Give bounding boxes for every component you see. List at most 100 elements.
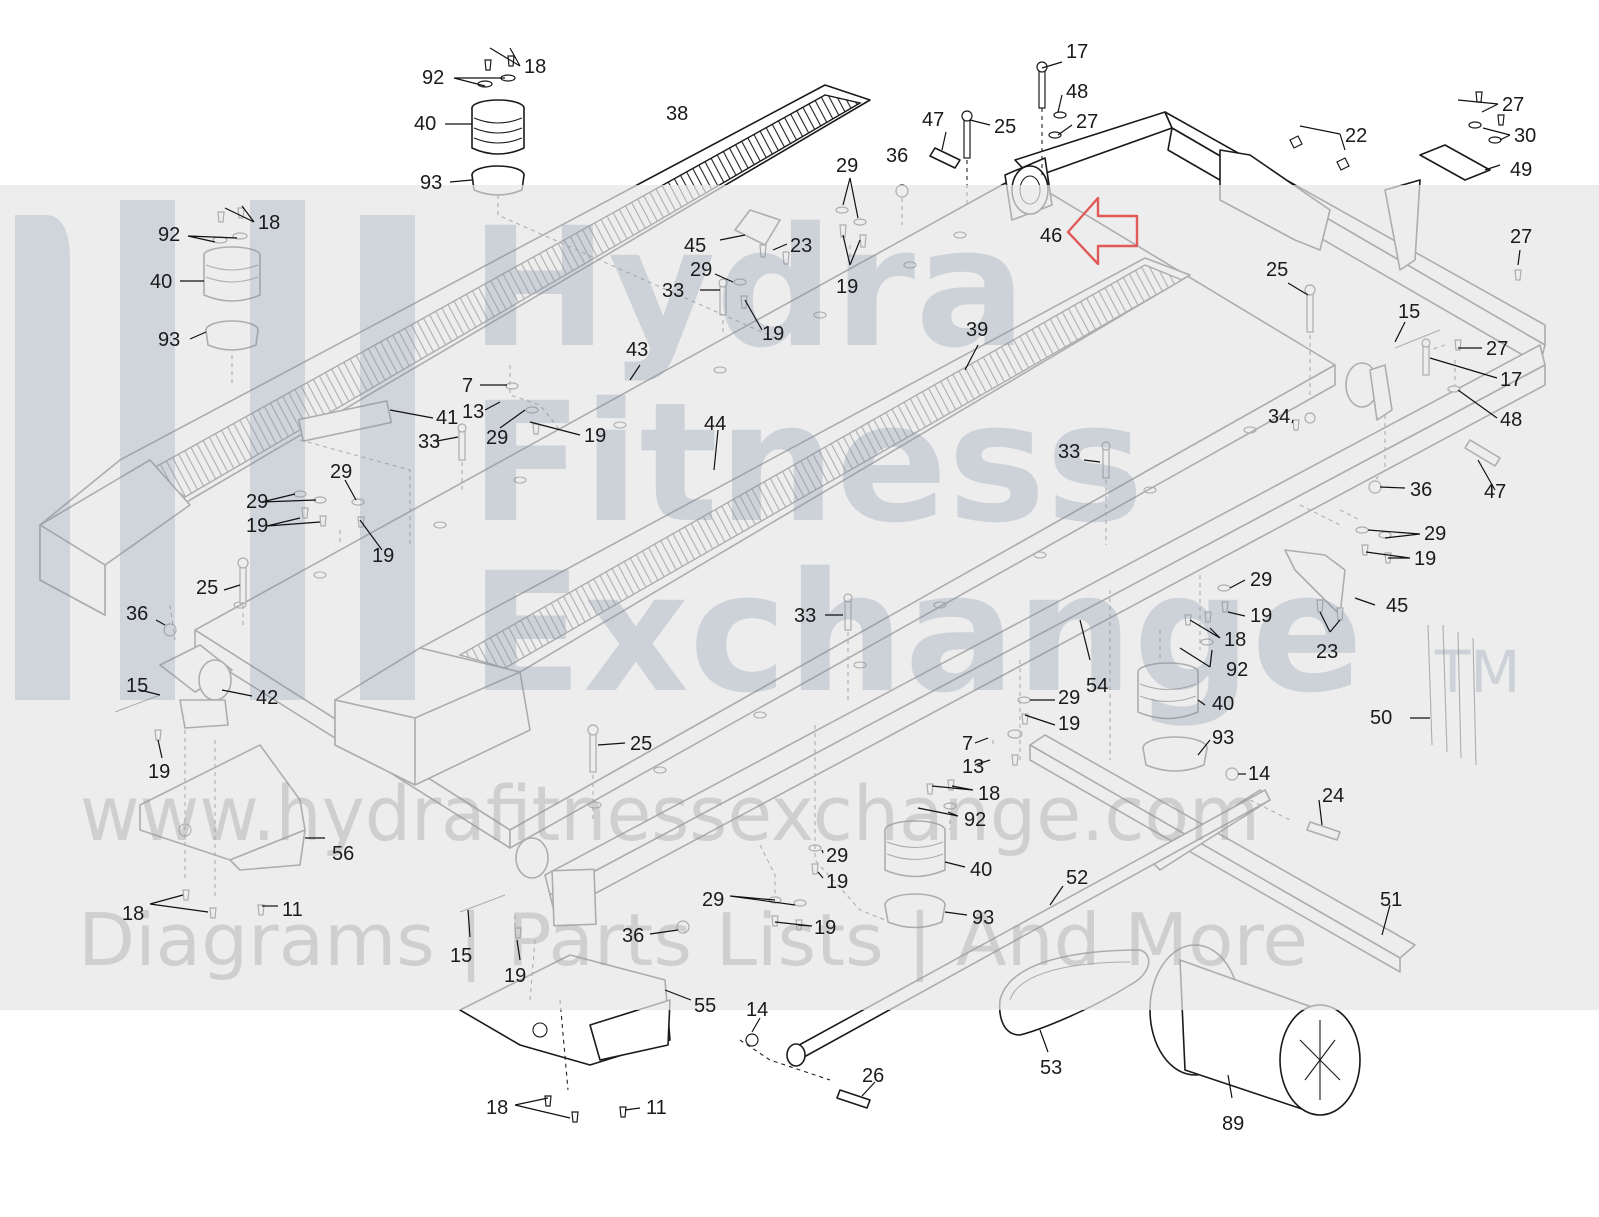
callout-18: 18	[258, 212, 280, 234]
callout-23: 23	[790, 235, 812, 257]
callout-23: 23	[1316, 641, 1338, 663]
callout-17: 17	[1500, 369, 1522, 391]
callout-40: 40	[414, 113, 436, 135]
callout-30: 30	[1514, 125, 1536, 147]
callout-27: 27	[1486, 338, 1508, 360]
callout-19: 19	[836, 276, 858, 298]
callout-19: 19	[762, 323, 784, 345]
callout-18: 18	[122, 903, 144, 925]
callout-93: 93	[420, 172, 442, 194]
callout-19: 19	[826, 871, 848, 893]
callout-7: 7	[962, 733, 973, 755]
callout-18: 18	[524, 56, 546, 78]
watermark-tagline: Diagrams | Parts Lists | And More	[78, 898, 1308, 983]
callout-24: 24	[1322, 785, 1344, 807]
callout-27: 27	[1510, 226, 1532, 248]
callout-13: 13	[962, 756, 984, 778]
callout-40: 40	[970, 859, 992, 881]
callout-42: 42	[256, 687, 278, 709]
callout-22: 22	[1345, 125, 1367, 147]
callout-41: 41	[436, 407, 458, 429]
callout-19: 19	[1414, 548, 1436, 570]
callout-29: 29	[330, 461, 352, 483]
callout-92: 92	[158, 224, 180, 246]
part-callouts: 18 92 40 93 38 18 92 40 93 17 48 27 47 2…	[122, 41, 1536, 1135]
callout-29: 29	[1250, 569, 1272, 591]
callout-48: 48	[1500, 409, 1522, 431]
callout-36: 36	[1410, 479, 1432, 501]
callout-56: 56	[332, 843, 354, 865]
callout-34: 34	[1268, 406, 1290, 428]
watermark-tm: TM	[1434, 638, 1520, 706]
callout-40: 40	[1212, 693, 1234, 715]
callout-15: 15	[126, 675, 148, 697]
callout-44: 44	[704, 413, 726, 435]
callout-36: 36	[622, 925, 644, 947]
highlight-arrow	[1066, 196, 1139, 266]
callout-33: 33	[1058, 441, 1080, 463]
callout-89: 89	[1222, 1113, 1244, 1135]
callout-33: 33	[418, 431, 440, 453]
callout-29: 29	[836, 155, 858, 177]
callout-54: 54	[1086, 675, 1108, 697]
watermark-line1: Hydra	[470, 192, 1026, 384]
callout-29: 29	[486, 427, 508, 449]
callout-29: 29	[1058, 687, 1080, 709]
callout-46: 46	[1040, 225, 1062, 247]
callout-17: 17	[1066, 41, 1088, 63]
callout-93: 93	[158, 329, 180, 351]
callout-18: 18	[978, 783, 1000, 805]
callout-43: 43	[626, 339, 648, 361]
watermark: Hydra Fitness Exchange TM www.hydrafitne…	[0, 185, 1599, 1010]
callout-25: 25	[994, 116, 1016, 138]
callout-49: 49	[1510, 159, 1532, 181]
callout-39: 39	[966, 319, 988, 341]
callout-15: 15	[1398, 301, 1420, 323]
callout-55: 55	[694, 995, 716, 1017]
callout-53: 53	[1040, 1057, 1062, 1079]
callout-19: 19	[372, 545, 394, 567]
callout-93: 93	[972, 907, 994, 929]
watermark-line2: Fitness	[470, 367, 1144, 559]
callout-50: 50	[1370, 707, 1392, 729]
callout-93: 93	[1212, 727, 1234, 749]
callout-48: 48	[1066, 81, 1088, 103]
callout-29: 29	[1424, 523, 1446, 545]
callout-15: 15	[450, 945, 472, 967]
callout-18: 18	[1224, 629, 1246, 651]
leveling-foot-top-left	[471, 99, 525, 196]
callout-40: 40	[150, 271, 172, 293]
callout-33: 33	[794, 605, 816, 627]
callout-29: 29	[690, 259, 712, 281]
callout-92: 92	[964, 809, 986, 831]
callout-36: 36	[126, 603, 148, 625]
callout-19: 19	[504, 965, 526, 987]
callout-19: 19	[814, 917, 836, 939]
callout-19: 19	[1250, 605, 1272, 627]
callout-47: 47	[1484, 481, 1506, 503]
callout-14: 14	[746, 999, 768, 1021]
callout-11: 11	[282, 899, 303, 921]
callout-45: 45	[684, 235, 706, 257]
callout-47: 47	[922, 109, 944, 131]
leader-lines	[139, 47, 1521, 1119]
callout-11: 11	[646, 1097, 667, 1119]
callout-25: 25	[1266, 259, 1288, 281]
callout-92: 92	[1226, 659, 1248, 681]
callout-25: 25	[630, 733, 652, 755]
callout-25: 25	[196, 577, 218, 599]
callout-29: 29	[826, 845, 848, 867]
callout-92: 92	[422, 67, 444, 89]
callout-29: 29	[246, 491, 268, 513]
watermark-url: www.hydrafitnessexchange.com	[80, 769, 1260, 858]
callout-19: 19	[1058, 713, 1080, 735]
callout-36: 36	[886, 145, 908, 167]
callout-51: 51	[1380, 889, 1402, 911]
callout-13: 13	[462, 401, 484, 423]
callout-52: 52	[1066, 867, 1088, 889]
callout-26: 26	[862, 1065, 884, 1087]
callout-19: 19	[584, 425, 606, 447]
callout-7: 7	[462, 375, 473, 397]
callout-19: 19	[148, 761, 170, 783]
